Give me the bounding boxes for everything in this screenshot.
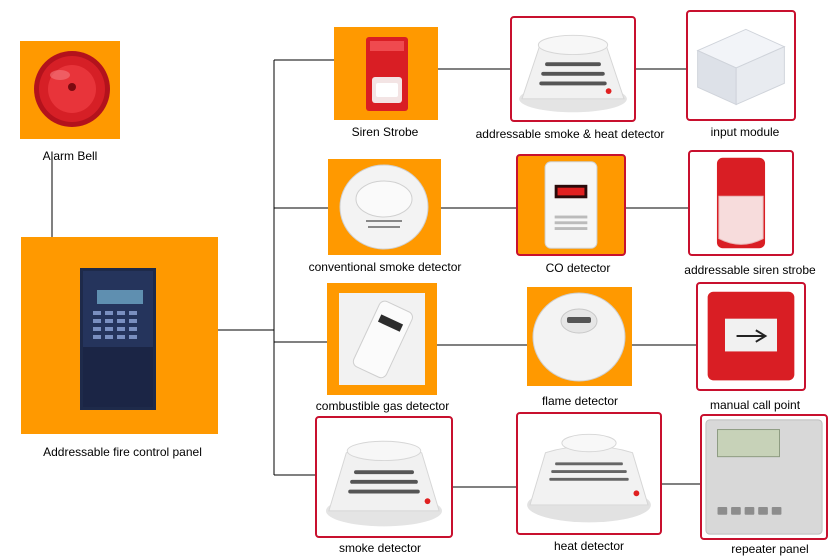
fire-control-panel-label: Addressable fire control panel	[43, 445, 202, 459]
manual-call-point-label: manual call point	[709, 398, 801, 412]
addressable-siren-strobe-image	[688, 150, 794, 256]
repeater-panel-image	[700, 414, 828, 540]
smoke-detector-label: smoke detector	[338, 541, 422, 555]
co-detector-label: CO detector	[545, 261, 611, 275]
manual-call-point-image	[696, 282, 806, 391]
addressable-smoke-heat-label: addressable smoke & heat detector	[475, 127, 665, 141]
flame-detector-label: flame detector	[541, 394, 619, 408]
input-module-label: input module	[710, 125, 780, 139]
alarm-bell-label: Alarm Bell	[42, 149, 98, 163]
input-module-image	[686, 10, 796, 121]
conventional-smoke-image	[328, 159, 441, 255]
heat-detector-image	[516, 412, 662, 535]
siren-strobe-image	[334, 27, 438, 120]
addressable-smoke-heat-image	[510, 16, 636, 122]
siren-strobe-label: Siren Strobe	[351, 125, 419, 139]
alarm-bell-image	[20, 41, 120, 139]
smoke-detector-image	[315, 416, 453, 538]
conventional-smoke-label: conventional smoke detector	[308, 260, 462, 274]
fire-control-panel-image	[21, 237, 218, 434]
repeater-panel-label: repeater panel	[731, 542, 809, 556]
combustible-gas-image	[327, 283, 437, 395]
flame-detector-image	[527, 287, 632, 386]
addressable-siren-strobe-label: addressable siren strobe	[684, 263, 816, 277]
co-detector-image	[516, 154, 626, 256]
heat-detector-label: heat detector	[553, 539, 625, 553]
combustible-gas-label: combustible gas detector	[315, 399, 450, 413]
